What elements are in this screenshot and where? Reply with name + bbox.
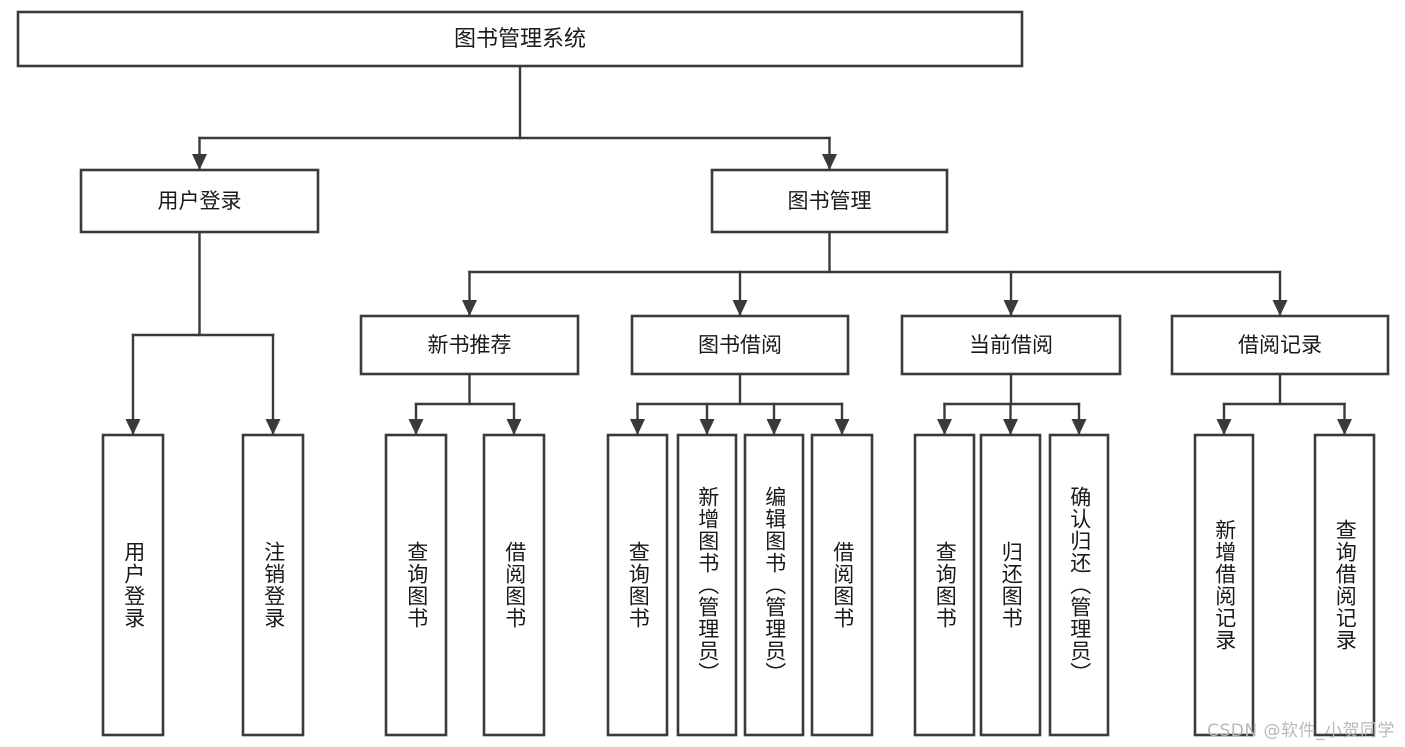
arrow-head-icon xyxy=(766,419,782,435)
node-label-borrow-record: 借阅记录 xyxy=(1238,333,1322,357)
node-box-layer xyxy=(16,10,1390,737)
node-book-manage[interactable] xyxy=(710,168,949,234)
node-new-book-recommend[interactable] xyxy=(359,314,580,376)
arrow-head-icon xyxy=(506,419,522,435)
arrow-head-icon xyxy=(1071,419,1087,435)
arrow-head-icon xyxy=(265,419,281,435)
arrow-head-icon xyxy=(192,154,207,170)
node-record-add[interactable] xyxy=(1193,433,1255,737)
arrow-head-icon xyxy=(822,154,837,170)
node-label-user-login: 用户登录 xyxy=(158,189,242,213)
watermark-text: CSDN @软件_小贺同学 xyxy=(1207,721,1395,741)
node-book-borrow[interactable] xyxy=(630,314,850,376)
node-borrow-query-book[interactable] xyxy=(606,433,669,737)
node-current-return-book[interactable] xyxy=(979,433,1042,737)
node-current-confirm-return[interactable] xyxy=(1048,433,1110,737)
arrow-head-icon xyxy=(1272,300,1288,316)
node-borrow-borrow-book[interactable] xyxy=(810,433,874,737)
arrow-head-icon xyxy=(1003,300,1019,316)
node-label-new-book-recommend: 新书推荐 xyxy=(428,333,512,357)
node-user-login[interactable] xyxy=(79,168,320,234)
node-recommend-borrow-book[interactable] xyxy=(482,433,546,737)
node-borrow-edit-book[interactable] xyxy=(743,433,805,737)
node-label-root: 图书管理系统 xyxy=(454,27,586,52)
node-current-borrow[interactable] xyxy=(900,314,1122,376)
arrow-head-icon xyxy=(462,300,477,316)
node-user-logout[interactable] xyxy=(241,433,305,737)
node-current-query-book[interactable] xyxy=(913,433,976,737)
node-borrow-add-book[interactable] xyxy=(676,433,738,737)
arrow-head-icon xyxy=(937,419,952,435)
arrow-head-icon xyxy=(699,419,715,435)
arrow-head-icon xyxy=(1003,419,1018,435)
arrow-head-icon xyxy=(834,419,850,435)
node-label-book-borrow: 图书借阅 xyxy=(698,333,782,357)
node-label-book-manage: 图书管理 xyxy=(788,189,872,213)
arrow-head-icon xyxy=(732,300,748,316)
node-record-query[interactable] xyxy=(1313,433,1376,737)
connector-layer xyxy=(125,64,1352,437)
node-label-current-borrow: 当前借阅 xyxy=(969,333,1053,357)
arrow-head-icon xyxy=(1216,419,1232,435)
arrow-head-icon xyxy=(408,419,424,435)
node-root[interactable] xyxy=(16,10,1024,68)
arrow-head-icon xyxy=(1337,419,1352,435)
arrow-head-icon xyxy=(125,419,141,435)
arrow-head-icon xyxy=(630,419,645,435)
node-user-login-do[interactable] xyxy=(101,433,165,737)
node-borrow-record[interactable] xyxy=(1170,314,1390,376)
node-recommend-query-book[interactable] xyxy=(384,433,448,737)
